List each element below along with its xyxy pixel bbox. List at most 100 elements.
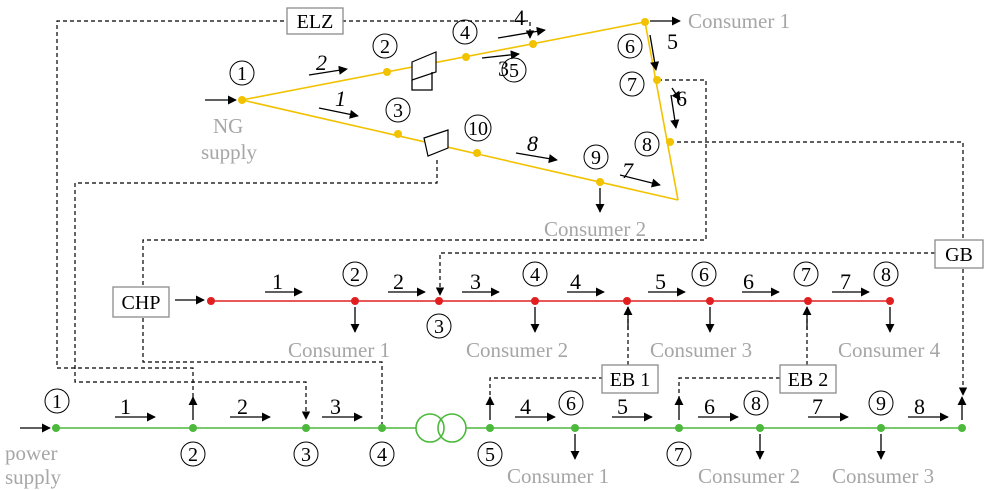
- heat-node: [531, 297, 539, 305]
- power-line-label: 1: [120, 394, 131, 419]
- power-node: [571, 424, 579, 432]
- power-consumer-label: Consumer 3: [832, 464, 934, 488]
- eb2-label: EB 2: [788, 369, 829, 391]
- heat-consumer-label: Consumer 3: [650, 338, 752, 362]
- power-consumer-label: Consumer 1: [507, 464, 609, 488]
- elz-label: ELZ: [297, 11, 334, 33]
- gas-pipe-label: 4: [514, 5, 525, 30]
- power-node: [52, 424, 60, 432]
- compressor-upper: [411, 51, 437, 81]
- power-line-label: 4: [520, 394, 531, 419]
- power-supply-label: power: [5, 441, 57, 465]
- power-line-labels: 1 2 3 4 5 6 7 8: [120, 394, 925, 419]
- chp-power-link: [142, 318, 383, 424]
- elz-link: [56, 20, 288, 397]
- power-node: [675, 424, 683, 432]
- power-line-label: 7: [812, 394, 823, 419]
- heat-node: [351, 297, 359, 305]
- transformer: [415, 413, 445, 443]
- heat-node: [706, 297, 714, 305]
- ng-supply-label: NG: [213, 114, 243, 138]
- gb-to-heat-link: [435, 252, 935, 296]
- gas-node-label: 8: [642, 134, 652, 156]
- power-node: [877, 424, 885, 432]
- eb2-link: [678, 377, 780, 400]
- power-supply-label: supply: [5, 465, 62, 489]
- chp-gas-link: [74, 160, 438, 420]
- heat-node-label: 8: [881, 264, 891, 286]
- eb1-label: EB 1: [610, 369, 651, 391]
- power-network: 1 2 3 4 5 6 7 8 1 2 3 4 5 6 7 8 9 power …: [5, 388, 967, 489]
- heat-node-label: 7: [801, 264, 811, 286]
- heat-consumer-label: Consumer 4: [838, 338, 941, 362]
- ng-supply-label: supply: [201, 140, 258, 164]
- gas-node-label: 6: [625, 36, 635, 58]
- gas-node-label: 3: [393, 100, 403, 122]
- elz-box: ELZ: [286, 7, 344, 35]
- heat-network: 1 2 3 4 5 6 7 2 3 4 6 7 8 Consumer 1 Con…: [175, 261, 941, 362]
- gas-node: [394, 130, 402, 138]
- power-node-label: 9: [876, 393, 886, 415]
- power-line-label: 5: [617, 394, 628, 419]
- gb-box: GB: [934, 239, 984, 269]
- gas-consumer-1-label: Consumer 1: [688, 9, 790, 33]
- gas-network: 1 2 3 4 5 6 7 8 9 10 1 2 3 4 5 6 7 8 NG …: [201, 5, 790, 241]
- heat-node-label: 4: [530, 264, 540, 286]
- gas-node: [653, 76, 661, 84]
- gas-node-label: 1: [237, 63, 247, 85]
- power-node: [958, 424, 966, 432]
- gb-label: GB: [945, 244, 973, 266]
- gas-pipe-labels: 1 2 3 4 5 6 7 8: [316, 5, 687, 183]
- gas-consumer-2-label: Consumer 2: [544, 217, 646, 241]
- chp-box: CHP: [112, 286, 170, 318]
- gas-node-label: 7: [627, 74, 637, 96]
- power-node-label: 3: [301, 444, 311, 466]
- power-node: [302, 424, 310, 432]
- gas-node: [666, 138, 674, 146]
- heat-pipe-label: 5: [655, 269, 666, 294]
- heat-node-labels: 2 3 4 6 7 8: [342, 261, 899, 339]
- eb1-box: EB 1: [601, 364, 659, 394]
- gas-pipe-label: 6: [676, 86, 687, 111]
- power-node: [756, 424, 764, 432]
- heat-pipe-label: 7: [840, 269, 851, 294]
- heat-node: [804, 297, 812, 305]
- power-node: [486, 424, 494, 432]
- power-node-labels: 1 2 3 4 5 6 7 8 9: [44, 388, 894, 467]
- power-node-label: 5: [485, 444, 495, 466]
- gas-node-label: 5: [509, 60, 519, 82]
- power-consumer-label: Consumer 2: [698, 464, 800, 488]
- gas-node: [238, 96, 246, 104]
- unit-boxes: ELZ CHP GB EB 1 EB 2: [112, 7, 984, 394]
- gas-node: [529, 40, 537, 48]
- heat-pipe-label: 1: [272, 269, 283, 294]
- power-line-label: 2: [237, 394, 248, 419]
- power-node: [189, 424, 197, 432]
- gas-node: [473, 149, 481, 157]
- power-nodes: [52, 424, 966, 432]
- power-node-label: 1: [52, 391, 62, 413]
- heat-consumer-label: Consumer 1: [288, 338, 390, 362]
- heat-nodes: [207, 297, 894, 305]
- gas-node-label: 9: [591, 147, 601, 169]
- gas-node-labels: 1 2 3 4 5 6 7 8 9 10: [229, 19, 660, 170]
- gas-node-label: 2: [380, 36, 390, 58]
- power-line-label: 6: [704, 394, 715, 419]
- gas-node: [596, 178, 604, 186]
- heat-node: [886, 297, 894, 305]
- power-node-label: 6: [566, 393, 576, 415]
- gas-nodes: [238, 18, 674, 186]
- heat-pipe-label: 6: [743, 269, 754, 294]
- gas-node: [383, 68, 391, 76]
- gas-node: [462, 53, 470, 61]
- gas-node-label: 4: [460, 22, 470, 44]
- elz-to-gas-link: [342, 20, 535, 39]
- gas-pipe-label: 7: [622, 158, 634, 183]
- heat-pipe-label: 2: [393, 269, 404, 294]
- heat-node: [623, 297, 631, 305]
- power-node: [378, 424, 386, 432]
- gas-node: [641, 18, 649, 26]
- heat-pipe-label: 4: [570, 269, 581, 294]
- compressor-lower: [423, 129, 449, 157]
